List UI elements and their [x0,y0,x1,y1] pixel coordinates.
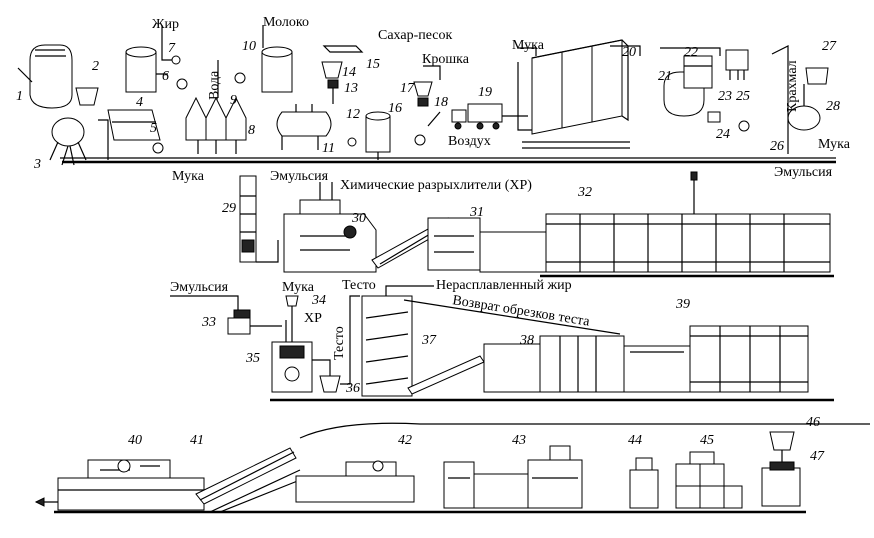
row-3-laminating [170,285,834,402]
num-44: 44 [628,433,642,448]
label-starch: Крахмал [785,60,800,112]
equipment-numbers: 1 2 3 4 5 6 7 8 9 10 11 12 13 14 15 16 1… [16,39,840,464]
num-13: 13 [344,81,358,96]
label-fat: Жир [152,17,179,32]
num-4: 4 [136,95,143,110]
num-1: 1 [16,89,23,104]
label-flour-row2: Мука [172,169,205,184]
label-dough-top: Тесто [342,278,376,293]
num-47: 47 [810,449,825,464]
num-30: 30 [351,211,366,226]
num-7: 7 [168,41,176,56]
num-46: 46 [806,415,820,430]
num-32: 32 [577,185,592,200]
num-35: 35 [245,351,260,366]
num-14: 14 [342,65,356,80]
num-43: 43 [512,433,526,448]
num-3: 3 [33,157,41,172]
num-16: 16 [388,101,402,116]
label-emulsion-row2: Эмульсия [270,169,329,184]
num-38: 38 [519,333,534,348]
label-water: Вода [207,70,222,100]
num-41: 41 [190,433,204,448]
label-milk: Молоко [263,15,309,30]
row-2-dough-mixing [239,171,834,278]
num-40: 40 [128,433,142,448]
num-33: 33 [201,315,216,330]
label-emulsion-top: Эмульсия [774,165,833,180]
num-6: 6 [162,69,169,84]
num-25: 25 [736,89,750,104]
label-flour-top: Мука [512,38,545,53]
label-sugar: Сахар-песок [378,28,453,43]
label-chem-leaveners: Химические разрыхлители (ХР) [340,178,532,193]
num-11: 11 [322,141,335,156]
num-28: 28 [826,99,840,114]
label-flour-right: Мука [818,137,851,152]
num-36: 36 [345,381,360,396]
label-flour-row3: Мука [282,280,315,295]
num-27: 27 [822,39,837,54]
num-2: 2 [92,59,99,74]
num-12: 12 [346,107,360,122]
label-crumb: Крошка [422,52,470,67]
num-39: 39 [675,297,690,312]
label-air: Воздух [448,134,491,149]
num-26: 26 [770,139,784,154]
num-18: 18 [434,95,448,110]
num-29: 29 [222,201,236,216]
num-22: 22 [684,45,698,60]
label-hr: ХР [304,311,322,326]
num-24: 24 [716,127,730,142]
num-34: 34 [311,293,326,308]
num-17: 17 [400,81,415,96]
label-dough-vertical: Тесто [332,326,347,360]
num-9: 9 [230,93,237,108]
num-8: 8 [248,123,255,138]
num-10: 10 [242,39,256,54]
num-31: 31 [469,205,484,220]
num-37: 37 [421,333,437,348]
num-5: 5 [150,121,157,136]
num-23: 23 [718,89,732,104]
label-return-scraps: Возврат обрезков теста [451,293,591,330]
row-1-raw-materials [17,25,836,166]
num-21: 21 [658,69,672,84]
label-unmelted-fat: Нерасплавленный жир [436,278,572,293]
num-42: 42 [398,433,412,448]
num-15: 15 [366,57,380,72]
num-45: 45 [700,433,714,448]
num-20: 20 [622,45,636,60]
num-19: 19 [478,85,492,100]
row-4-packaging [34,422,870,514]
label-emulsion-row3: Эмульсия [170,280,229,295]
